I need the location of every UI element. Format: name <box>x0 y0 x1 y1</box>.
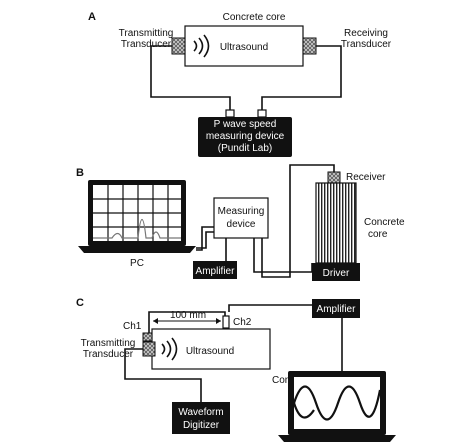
panel-a-device-line-3: (Pundit Lab) <box>218 143 272 154</box>
ch1-label: Ch1 <box>123 321 142 332</box>
ch2-label: Ch2 <box>233 317 252 328</box>
measuring-device-line-2: device <box>227 219 256 230</box>
panel-c-wave-icon <box>161 337 178 361</box>
measuring-device-line-1: Measuring <box>218 206 265 217</box>
panel-a-letter: A <box>88 11 96 23</box>
panel-a-concrete-core <box>184 25 304 67</box>
panel-c-digitizer-cable <box>124 348 202 402</box>
panel-b-pc-cable-2 <box>196 231 214 249</box>
panel-c-ch-cable <box>148 311 226 333</box>
panel-a-wave-icon <box>193 34 210 58</box>
panel-c-transducer-label: Transducer <box>83 349 134 360</box>
panel-a-device-line-1: P wave speed <box>214 119 277 130</box>
panel-b: B PC Measuring device Amplifier Receiver <box>76 164 405 281</box>
panel-c-ch1-sensor <box>142 332 153 342</box>
distance-label: 100 mm <box>170 310 206 321</box>
panel-a-pundit-device <box>198 117 292 157</box>
panel-a-receiving-transducer <box>302 37 317 55</box>
pc-screen-grid <box>93 185 181 241</box>
driver-label: Driver <box>323 268 350 279</box>
panel-a: A Concrete core Transmitting Transducer … <box>88 11 392 157</box>
pc-laptop-icon <box>78 180 196 253</box>
panel-a-device-line-2: measuring device <box>206 131 285 142</box>
pc-label: PC <box>130 258 144 269</box>
panel-c-ultrasound-label: Ultrasound <box>186 346 234 357</box>
panel-b-core-line-2: core <box>368 229 388 240</box>
pc-screen-signal <box>93 218 181 239</box>
ch2-sensor <box>222 315 230 329</box>
pc-laptop-base <box>78 246 196 253</box>
panel-a-left-cable <box>150 45 231 110</box>
monitor-base <box>278 435 396 442</box>
panel-b-receiver-cable <box>261 164 335 278</box>
panel-c: C 100 mm Ch2 Ch1 Amplifier Ultrasound Tr… <box>76 297 396 442</box>
panel-a-connector-left <box>225 109 235 118</box>
panel-a-ultrasound-label: Ultrasound <box>220 42 268 53</box>
receiver-label: Receiver <box>346 172 386 183</box>
measuring-device-box <box>213 197 269 239</box>
panel-a-receiving-label: Receiving <box>344 28 388 39</box>
panel-a-transducer-label-left: Transducer <box>121 39 172 50</box>
panel-a-transducer-label-right: Transducer <box>341 39 392 50</box>
panel-c-transmitting-transducer <box>142 341 156 357</box>
panel-a-core-label: Concrete core <box>223 12 286 23</box>
panel-c-amplifier <box>312 299 360 318</box>
panel-b-core-line-1: Concrete <box>364 217 405 228</box>
panel-b-amplifier <box>193 261 237 279</box>
digitizer-line-2: Digitizer <box>183 420 220 431</box>
panel-b-concrete-core <box>315 182 357 264</box>
panel-c-letter: C <box>76 297 84 309</box>
receiver-transducer <box>327 171 341 184</box>
panel-a-transmitting-transducer <box>171 37 186 55</box>
panel-b-amplifier-label: Amplifier <box>196 266 236 277</box>
panel-b-pc-cable-1 <box>196 226 214 251</box>
panel-c-to-amplifier-cable <box>228 304 312 312</box>
digitizer-line-1: Waveform <box>178 407 223 418</box>
waveform-monitor-icon <box>278 371 396 442</box>
panel-c-transmitting-label: Transmitting <box>81 338 136 349</box>
panel-b-letter: B <box>76 167 84 179</box>
panel-a-transmitting-label: Transmitting <box>119 28 174 39</box>
panel-c-amplifier-label: Amplifier <box>317 304 357 315</box>
monitor-waveform <box>292 385 382 421</box>
waveform-digitizer <box>172 402 230 434</box>
driver-box <box>312 263 360 281</box>
panel-c-concrete-core <box>151 328 271 370</box>
panel-a-right-cable <box>261 45 342 110</box>
panel-a-connector-right <box>257 109 267 118</box>
